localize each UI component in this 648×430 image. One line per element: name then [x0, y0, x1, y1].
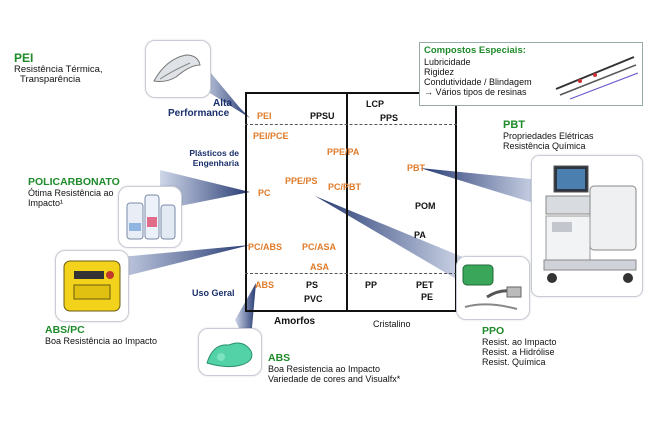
- grid-pbt: PBT: [407, 163, 425, 173]
- ppo-line2: Resist. a Hidrólise: [482, 347, 555, 357]
- connector-pc: [160, 170, 250, 210]
- pbt-block: PBT Propriedades Elétricas Resistência Q…: [503, 119, 594, 151]
- grid-abs: ABS: [255, 280, 275, 290]
- grid-ppsu: PPSU: [310, 111, 335, 121]
- catheter-image: [555, 56, 639, 100]
- pei-title: PEI: [14, 51, 34, 65]
- grid-divider-top: [245, 124, 457, 125]
- connector-ppo: [315, 196, 465, 280]
- axis-plasticos: Plásticos de Engenharia: [189, 148, 239, 168]
- grid-lcp: LCP: [366, 99, 384, 109]
- grid-pcpbt: PC/PBT: [328, 182, 362, 192]
- policarbonato-block: POLICARBONATO Ótima Resistência ao Impac…: [28, 176, 120, 208]
- pbt-line1: Propriedades Elétricas: [503, 131, 594, 141]
- grid-pet: PET: [416, 280, 434, 290]
- grid-pvc: PVC: [304, 294, 323, 304]
- pbt-title: PBT: [503, 119, 525, 131]
- pei-line2: Transparência: [20, 74, 81, 85]
- grid-pcabs: PC/ABS: [248, 242, 283, 252]
- policarbonato-product-image: [118, 186, 182, 248]
- abspc-title: ABS/PC: [45, 324, 85, 336]
- grid-pei: PEI: [257, 111, 272, 121]
- abs-line2: Variedade de cores and Visualfx*: [268, 374, 401, 384]
- abs-title: ABS: [268, 352, 291, 364]
- connector-abspc: [110, 245, 250, 280]
- grid-ppepa: PPE/PA: [327, 147, 360, 157]
- axis-performance: Performance: [168, 108, 230, 119]
- pei-product-image: [145, 40, 211, 98]
- policarbonato-line1: Ótima Resistência ao: [28, 188, 114, 198]
- ppo-title: PPO: [482, 325, 505, 337]
- material-grid: [245, 92, 457, 312]
- compostos-box: Compostos Especiais: Lubricidade Rigidez…: [419, 42, 643, 106]
- axis-amorfos: Amorfos: [274, 316, 316, 327]
- grid-divider-vertical: [346, 92, 348, 312]
- abs-line1: Boa Resistencia ao Impacto: [268, 364, 381, 374]
- abs-block: ABS Boa Resistencia ao Impacto Variedade…: [268, 352, 400, 384]
- ppo-product-image: [456, 256, 530, 320]
- policarbonato-line2: Impacto¹: [28, 198, 64, 208]
- grid-asa: ASA: [310, 262, 330, 272]
- axis-cristalino: Cristalino: [373, 319, 411, 329]
- ppo-block: PPO Resist. ao Impacto Resist. a Hidróli…: [482, 325, 557, 367]
- compostos-item: Lubricidade: [424, 57, 471, 67]
- pbt-line2: Resistência Química: [503, 141, 586, 151]
- compostos-item: → Vários tipos de resinas: [424, 87, 527, 97]
- abspc-product-image: [55, 250, 129, 322]
- abs-product-image: [198, 328, 262, 376]
- pbt-product-image: [531, 155, 643, 297]
- compostos-item: Rigidez: [424, 67, 455, 77]
- grid-ppeps: PPE/PS: [285, 176, 318, 186]
- axis-uso-geral: Uso Geral: [192, 288, 235, 298]
- grid-divider-bottom: [245, 273, 457, 274]
- grid-pp: PP: [365, 280, 378, 290]
- abspc-block: ABS/PC Boa Resistência ao Impacto: [45, 324, 157, 346]
- ppo-line1: Resist. ao Impacto: [482, 337, 557, 347]
- axis-alta: Alta: [213, 98, 232, 109]
- policarbonato-title: POLICARBONATO: [28, 176, 120, 188]
- pei-line1: Resistência Térmica,: [14, 64, 103, 75]
- ppo-line3: Resist. Química: [482, 357, 546, 367]
- grid-pa: PA: [414, 230, 426, 240]
- grid-pcasa: PC/ASA: [302, 242, 337, 252]
- grid-pom: POM: [415, 201, 436, 211]
- grid-pc: PC: [258, 188, 271, 198]
- grid-pe: PE: [421, 292, 434, 302]
- compostos-item: Condutividade / Blindagem: [424, 77, 532, 87]
- connector-pbt: [420, 168, 540, 205]
- grid-peipce: PEI/PCE: [253, 131, 289, 141]
- compostos-title: Compostos Especiais:: [424, 45, 526, 56]
- abspc-line1: Boa Resistência ao Impacto: [45, 336, 158, 346]
- pei-block: PEI Resistência Térmica, Transparência: [14, 51, 103, 85]
- grid-pps: PPS: [380, 113, 399, 123]
- grid-ps: PS: [306, 280, 319, 290]
